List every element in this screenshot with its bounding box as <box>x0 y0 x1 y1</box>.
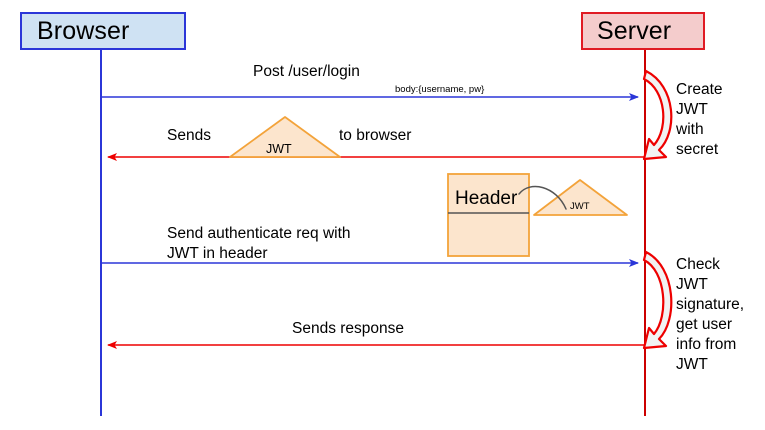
note-create-jwt-line-4: secret <box>676 141 719 158</box>
message-label-authenticate-line1: Send authenticate req with <box>167 225 351 242</box>
note-check-jwt-line-3: signature, <box>676 296 745 313</box>
jwt-token-label-header: JWT <box>570 201 590 212</box>
jwt-token-label: JWT <box>266 142 292 156</box>
jwt-token-triangle-header <box>533 179 628 216</box>
message-label-authenticate-line2: JWT in header <box>167 245 268 262</box>
header-artifact-label: Header <box>455 188 518 209</box>
note-check-jwt-line-2: JWT <box>676 276 708 293</box>
note-check-jwt-line-6: JWT <box>676 356 708 373</box>
note-create-jwt-line-1: Create <box>676 81 723 98</box>
note-create-jwt-line-2: JWT <box>676 101 708 118</box>
message-label-post-login: Post /user/login <box>253 63 360 80</box>
note-check-jwt-line-1: Check <box>676 256 720 273</box>
actor-label-browser: Browser <box>37 17 130 45</box>
self-loop-arrow-create-jwt <box>642 69 673 161</box>
message-label-sends-response: Sends response <box>292 320 405 337</box>
self-loop-arrow-check-jwt <box>642 250 673 350</box>
note-check-jwt-line-5: info from <box>676 336 737 353</box>
jwt-to-header-connector <box>518 185 567 210</box>
actor-box-browser[interactable] <box>20 12 186 50</box>
note-check-jwt-line-4: get user <box>676 316 733 333</box>
message-label-sends-prefix: Sends <box>167 127 211 144</box>
actor-label-server: Server <box>597 17 672 45</box>
jwt-token-triangle <box>229 116 341 158</box>
message-sublabel-post-login-body: body:{username, pw} <box>395 84 485 95</box>
actor-box-server[interactable] <box>581 12 705 50</box>
header-artifact-box <box>447 173 530 257</box>
note-create-jwt-line-3: with <box>676 121 704 138</box>
message-label-sends-suffix: to browser <box>339 127 412 144</box>
